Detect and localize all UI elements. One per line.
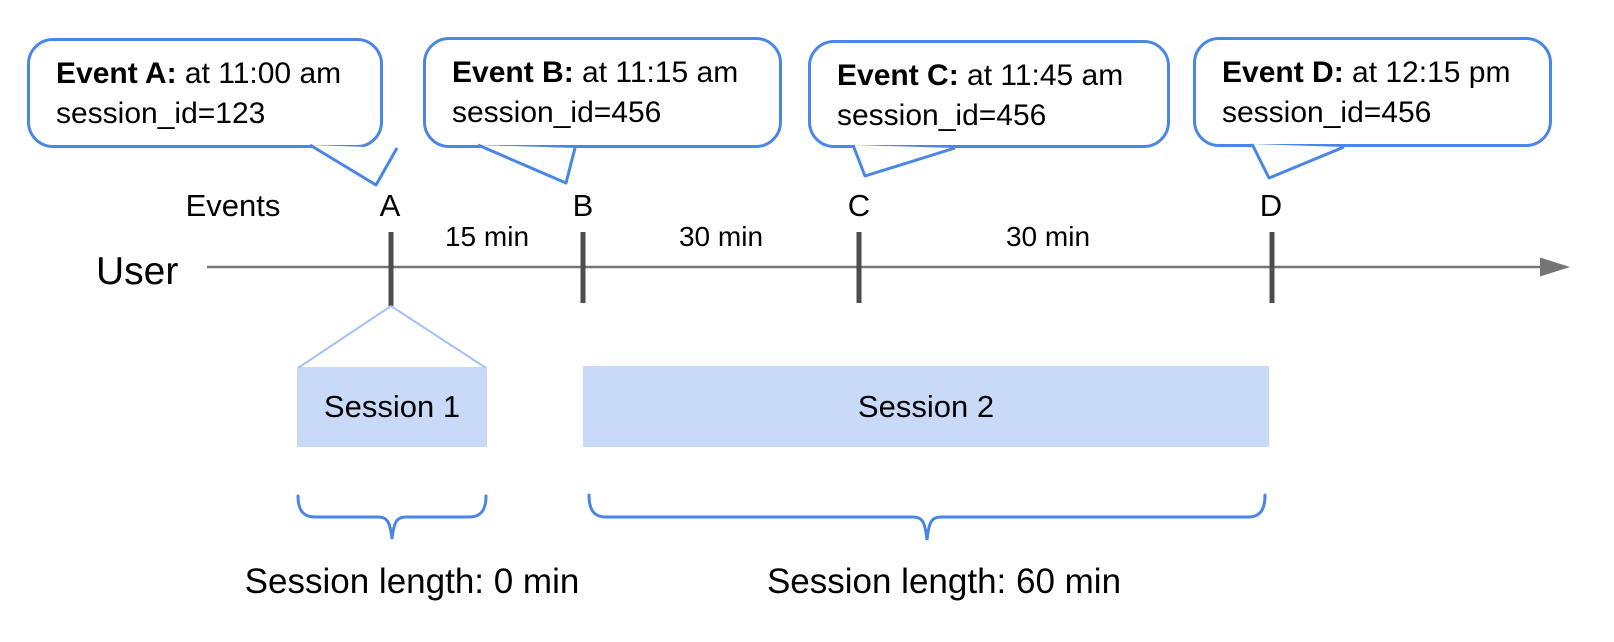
callout-line-1: Event D: at 12:15 pm — [1222, 53, 1531, 93]
event-a-callout: Event A: at 11:00 am session_id=123 — [27, 38, 383, 148]
funnel-line-right — [390, 305, 487, 369]
event-a-session-id: session_id=123 — [56, 97, 266, 130]
marker-label-b: B — [572, 188, 594, 223]
timeline-arrowhead-icon — [1540, 257, 1570, 277]
event-b-callout: Event B: at 11:15 am session_id=456 — [423, 37, 782, 148]
callout-tail-d — [1250, 143, 1345, 180]
event-d-callout: Event D: at 12:15 pm session_id=456 — [1193, 37, 1552, 147]
session-2-brace — [587, 493, 1267, 541]
marker-label-d: D — [1259, 188, 1283, 223]
event-a-time: at 11:00 am — [176, 57, 342, 90]
session-2-bar: Session 2 — [583, 366, 1269, 447]
user-timeline-label: User — [96, 250, 179, 293]
event-a-title: Event A: — [56, 57, 177, 90]
session-1-label: Session 1 — [323, 389, 461, 424]
marker-label-c: C — [847, 188, 871, 223]
marker-label-a: A — [379, 188, 401, 223]
callout-line-1: Event B: at 11:15 am — [452, 53, 761, 93]
callout-line-1: Event A: at 11:00 am — [56, 54, 362, 94]
session-1-brace — [296, 494, 488, 540]
interval-c-d-label: 30 min — [1005, 221, 1091, 252]
event-d-time: at 12:15 pm — [1343, 56, 1511, 89]
event-b-session-id: session_id=456 — [452, 96, 662, 129]
event-c-callout: Event C: at 11:45 am session_id=456 — [808, 40, 1170, 148]
event-c-session-id: session_id=456 — [837, 99, 1047, 132]
session-2-length-label: Session length: 60 min — [766, 562, 1122, 601]
event-b-time: at 11:15 am — [573, 56, 739, 89]
interval-a-b-label: 15 min — [444, 221, 530, 252]
event-c-title: Event C: — [837, 59, 959, 92]
event-b-title: Event B: — [452, 56, 574, 89]
session-2-label: Session 2 — [857, 388, 995, 424]
callout-tail-b — [477, 143, 577, 185]
event-d-title: Event D: — [1222, 56, 1344, 89]
callout-tail-c — [851, 144, 956, 178]
events-axis-label: Events — [185, 188, 281, 223]
event-d-session-id: session_id=456 — [1222, 96, 1432, 129]
callout-tail-a — [309, 143, 399, 187]
callout-line-1: Event C: at 11:45 am — [837, 56, 1149, 96]
event-c-time: at 11:45 am — [958, 59, 1124, 92]
session-1-bar: Session 1 — [297, 367, 487, 447]
session-1-length-label: Session length: 0 min — [244, 562, 580, 601]
interval-b-c-label: 30 min — [678, 221, 764, 252]
funnel-line-left — [297, 305, 392, 369]
